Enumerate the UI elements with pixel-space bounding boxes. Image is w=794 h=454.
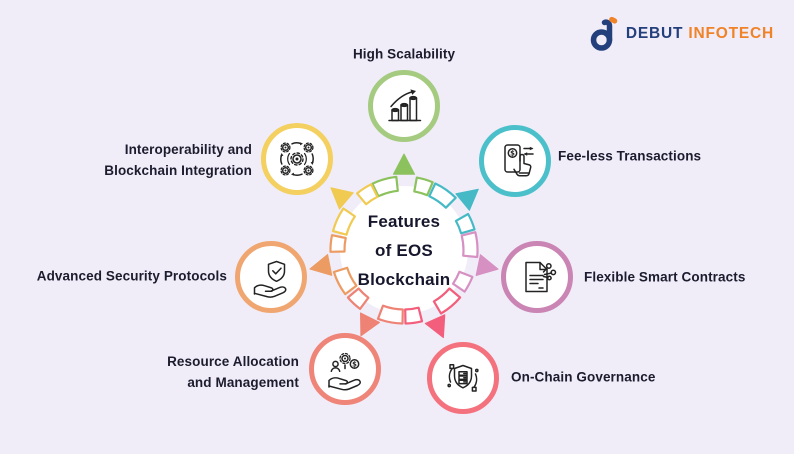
interoperability-circle	[261, 123, 333, 195]
interoperability-label: Interoperability and Blockchain Integrat…	[104, 142, 252, 178]
logo-brand-secondary: INFOTECH	[688, 25, 774, 42]
debut-infotech-logo-mark	[590, 16, 618, 51]
high-scalability-circle	[368, 70, 440, 142]
flexible-smart-contracts-circle	[501, 241, 573, 313]
bar-chart-growth-icon	[388, 89, 422, 122]
diagram-title: Features of EOS Blockchain	[357, 211, 451, 289]
resource-allocation-circle: $	[309, 333, 381, 405]
advanced-security-circle	[235, 241, 307, 313]
svg-text:$: $	[510, 149, 515, 157]
fee-less-transactions-label: Fee-less Transactions	[558, 148, 702, 164]
connected-gears-icon	[280, 142, 314, 176]
hand-shield-check-icon	[253, 260, 287, 298]
on-chain-governance-circle	[427, 342, 499, 414]
logo-text: DEBUT INFOTECH	[626, 25, 774, 43]
debut-infotech-logo: DEBUT INFOTECH	[589, 15, 774, 53]
svg-text:$: $	[352, 360, 357, 368]
on-chain-governance-label: On-Chain Governance	[511, 369, 656, 385]
fee-less-transactions-circle: $	[479, 125, 551, 197]
logo-brand-primary: DEBUT	[625, 25, 684, 42]
resource-allocation-label: Resource Allocation and Management	[167, 354, 299, 390]
flexible-smart-contracts-label: Flexible Smart Contracts	[584, 269, 746, 285]
high-scalability-label: High Scalability	[352, 46, 456, 62]
advanced-security-label: Advanced Security Protocols	[36, 268, 227, 284]
hand-resources-icon: $	[328, 352, 361, 391]
mobile-payment-icon: $	[504, 144, 534, 177]
shield-blocks-icon	[447, 364, 479, 392]
smart-contract-document-icon	[525, 261, 557, 293]
